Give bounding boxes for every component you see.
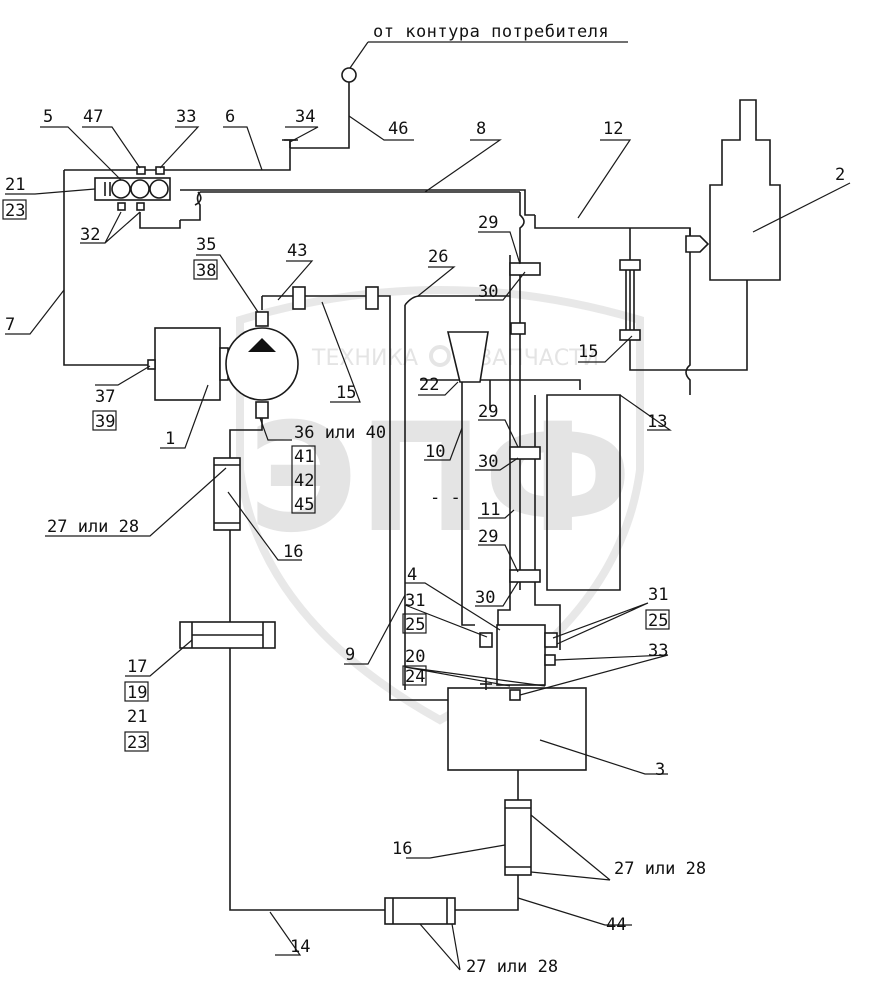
label-15a: 15 [336,383,356,403]
label-30b: 30 [478,452,498,472]
label-30a: 30 [478,282,498,302]
consumer-port-icon [341,67,357,83]
label-16b: 16 [392,839,412,859]
label-21a: 21 [5,175,25,195]
label-22: 22 [419,375,439,395]
label-25a: 25 [405,615,425,635]
piping [63,82,748,911]
unit-2 [685,99,781,281]
label-46: 46 [388,119,408,139]
label-38: 38 [196,261,216,281]
label-36: 36 или 40 [294,423,386,443]
motor-pump [147,311,299,419]
label-14: 14 [290,937,310,957]
label-33a: 33 [176,107,196,127]
dash-mark: - - [430,488,461,508]
label-39: 39 [95,412,115,432]
label-16a: 16 [283,542,303,562]
label-34: 34 [295,107,315,127]
label-11: 11 [480,500,500,520]
label-20: 20 [405,647,425,667]
label-23b: 23 [127,733,147,753]
label-12: 12 [603,119,623,139]
label-24: 24 [405,667,425,687]
label-23a: 23 [5,201,25,221]
watermark: ТЕХНИКА ЗАПЧАСТИ ЭПФ [236,286,644,725]
label-27c: 27 или 28 [466,957,558,977]
label-2: 2 [835,165,845,185]
gear-icon [429,345,451,367]
label-3: 3 [655,760,665,780]
label-35: 35 [196,235,216,255]
label-27b: 27 или 28 [614,859,706,879]
tank-3 [447,624,587,771]
label-29a: 29 [478,213,498,233]
label-42: 42 [294,471,314,491]
label-31b: 31 [648,585,668,605]
label-4: 4 [407,565,417,585]
label-5: 5 [43,107,53,127]
labels: 5 47 33 6 34 46 8 12 2 21 23 32 35 38 43… [2,107,845,977]
watermark-letters: ЭПФ [248,392,632,566]
label-47: 47 [83,107,103,127]
label-25b: 25 [648,611,668,631]
label-13: 13 [647,412,667,432]
label-8: 8 [476,119,486,139]
watermark-shield [236,286,644,725]
label-9: 9 [345,645,355,665]
label-26: 26 [428,247,448,267]
label-32: 32 [80,225,100,245]
label-27a: 27 или 28 [47,517,139,537]
label-41: 41 [294,447,314,467]
label-10: 10 [425,442,445,462]
label-43: 43 [287,241,307,261]
label-37: 37 [95,387,115,407]
label-21b: 21 [127,707,147,727]
label-19: 19 [127,683,147,703]
leader-lines [5,115,851,971]
label-15b: 15 [578,342,598,362]
label-31a: 31 [405,591,425,611]
label-44: 44 [606,915,626,935]
label-45: 45 [294,495,314,515]
label-6: 6 [225,107,235,127]
label-1: 1 [165,429,175,449]
label-29c: 29 [478,527,498,547]
watermark-left: ТЕХНИКА [311,346,418,371]
label-30c: 30 [475,588,495,608]
label-17: 17 [127,657,147,677]
label-33b: 33 [648,641,668,661]
label-7: 7 [5,315,15,335]
label-29b: 29 [478,402,498,422]
header-text: от контура потребителя [373,22,609,42]
watermark-right: ЗАПЧАСТИ [478,346,599,371]
control-block [94,166,181,229]
